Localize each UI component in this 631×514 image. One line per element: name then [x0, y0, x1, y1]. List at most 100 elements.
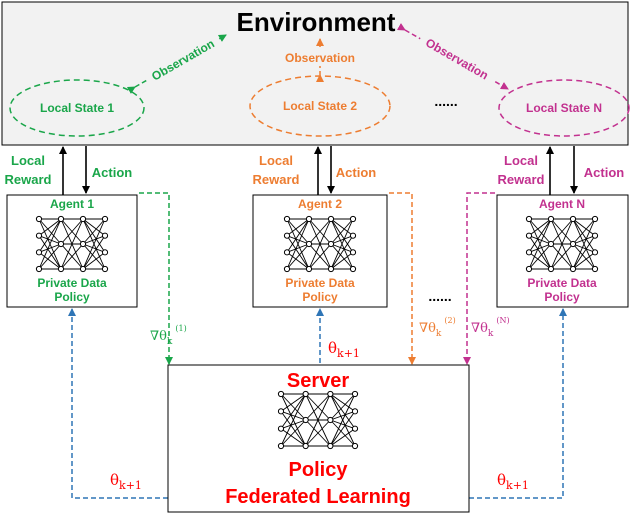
gradient-arrow-1	[139, 192, 173, 365]
network-edge	[330, 243, 354, 270]
network-node	[327, 215, 335, 223]
network-edge	[38, 243, 62, 253]
network-node	[351, 390, 359, 398]
gradient-arrow-2	[389, 192, 416, 365]
network-node	[591, 249, 599, 256]
network-edge	[572, 235, 596, 245]
network-node	[349, 215, 357, 223]
network-edge	[305, 393, 331, 447]
network-edge	[329, 411, 356, 447]
local-state-n-ellipse	[498, 79, 630, 137]
network-edge	[280, 419, 306, 430]
network-edge	[528, 218, 552, 237]
network-edge	[550, 218, 574, 245]
agent-n-network-icon	[525, 215, 599, 273]
network-node	[302, 442, 309, 450]
network-node	[547, 265, 555, 273]
network-edge	[572, 235, 596, 270]
network-edge	[286, 218, 310, 237]
local-state-n-label: Local State N	[526, 101, 602, 115]
observation-2-bg	[276, 50, 364, 66]
network-node	[283, 215, 291, 223]
network-edge	[286, 243, 310, 253]
network-edge	[60, 218, 84, 245]
network-edge	[330, 419, 356, 447]
network-edge	[82, 235, 106, 245]
network-edge	[38, 218, 62, 253]
network-edge	[528, 235, 552, 270]
network-node	[327, 240, 335, 248]
network-edge	[572, 218, 596, 253]
agent-2-network-icon	[283, 215, 357, 273]
network-node	[283, 249, 291, 256]
network-edge	[280, 411, 307, 447]
agent-1-data-line1: Private Data	[37, 276, 107, 290]
agent-n-box	[496, 194, 629, 308]
network-edge	[82, 251, 106, 270]
network-node	[591, 215, 599, 223]
network-edge	[280, 393, 307, 429]
network-edge	[528, 243, 552, 270]
local-state-1-ellipse	[9, 79, 145, 137]
network-node	[349, 232, 357, 239]
network-node	[525, 249, 533, 256]
network-edge	[528, 235, 552, 245]
network-edge	[38, 218, 62, 245]
theta-arrow-n	[469, 308, 567, 499]
network-node	[57, 240, 65, 248]
network-node	[327, 390, 334, 398]
network-edge	[528, 218, 552, 253]
theta-2-label: θk+1	[328, 339, 360, 360]
server-network-icon	[277, 390, 359, 450]
agent-1-data-line2: Policy	[54, 290, 90, 304]
network-edge	[550, 218, 574, 270]
network-node	[101, 249, 109, 256]
network-edge	[286, 235, 310, 270]
local-reward-1-line2: Reward	[5, 172, 52, 187]
agent-1-network-icon	[35, 215, 109, 273]
network-node	[277, 425, 285, 432]
network-edge	[280, 428, 306, 447]
network-node	[302, 416, 309, 424]
network-edge	[82, 218, 106, 237]
network-node	[305, 240, 313, 248]
network-edge	[60, 218, 84, 270]
environment-panel	[1, 1, 629, 146]
network-node	[101, 215, 109, 223]
gradient-2-label: ∇θk(2)	[419, 316, 456, 339]
network-node	[349, 265, 357, 273]
network-edge	[330, 218, 354, 253]
network-edge	[528, 243, 552, 253]
network-node	[57, 265, 65, 273]
action-n-label: Action	[584, 165, 625, 180]
network-edge	[329, 393, 356, 447]
network-edge	[286, 218, 310, 245]
network-node	[591, 265, 599, 273]
network-edge	[82, 243, 106, 253]
network-edge	[528, 218, 552, 245]
network-edge	[330, 218, 354, 270]
network-edge	[528, 251, 552, 270]
network-node	[79, 215, 87, 223]
network-node	[327, 416, 334, 424]
network-edge	[330, 428, 356, 447]
theta-arrow-1	[68, 308, 168, 499]
network-edge	[286, 243, 310, 270]
network-edge	[330, 218, 354, 237]
network-edge	[82, 218, 106, 253]
network-edge	[330, 419, 356, 430]
network-node	[101, 265, 109, 273]
server-box	[167, 364, 470, 513]
network-edge	[305, 419, 331, 447]
network-edge	[330, 235, 354, 245]
theta-1-label: θk+1	[110, 471, 142, 492]
network-edge	[286, 235, 310, 245]
network-node	[277, 390, 285, 398]
network-edge	[286, 251, 310, 270]
agent-1-box	[6, 194, 138, 308]
network-edge	[280, 393, 306, 412]
network-node	[525, 265, 533, 273]
network-node	[305, 215, 313, 223]
network-node	[525, 215, 533, 223]
